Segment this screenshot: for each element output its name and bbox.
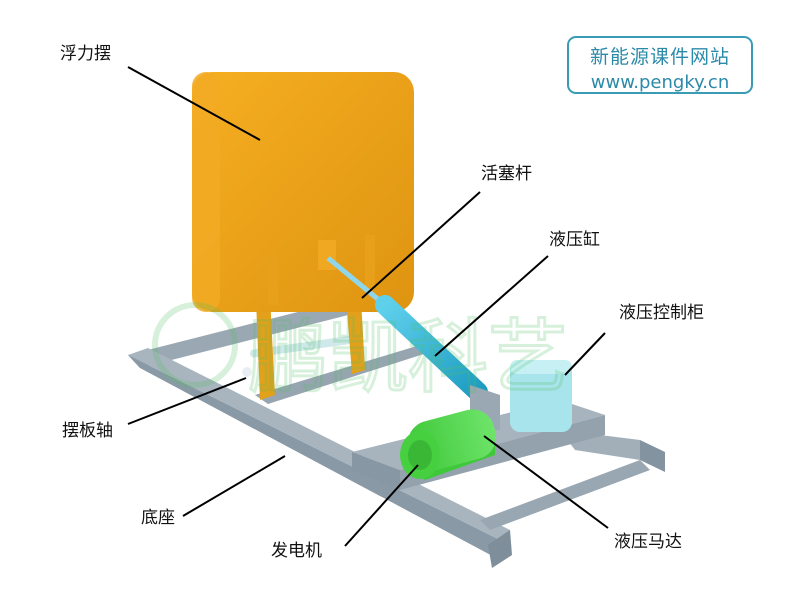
label-float-pendulum: 浮力摆 bbox=[60, 44, 111, 64]
label-hydraulic-control-cabinet: 液压控制柜 bbox=[619, 303, 704, 323]
float-pendulum bbox=[192, 72, 414, 312]
label-generator: 发电机 bbox=[271, 541, 322, 561]
label-piston-rod: 活塞杆 bbox=[481, 164, 532, 184]
watermark: 鹏凯科艺 bbox=[152, 302, 570, 406]
piston-rod bbox=[326, 256, 387, 307]
leader-lines bbox=[127, 66, 609, 547]
svg-text:鹏凯科艺: 鹏凯科艺 bbox=[248, 311, 568, 404]
brand-url[interactable]: www.pengky.cn bbox=[590, 72, 730, 93]
brand-name: 新能源课件网站 bbox=[589, 46, 730, 68]
hydraulic-control-cabinet bbox=[510, 360, 572, 432]
label-pendulum-shaft: 摆板轴 bbox=[62, 421, 113, 441]
generator bbox=[400, 409, 497, 480]
label-base: 底座 bbox=[141, 508, 175, 528]
brand-badge: 新能源课件网站 www.pengky.cn bbox=[567, 36, 753, 94]
label-hydraulic-cylinder: 液压缸 bbox=[549, 230, 600, 250]
pendulum-shaft bbox=[242, 335, 359, 377]
label-hydraulic-motor: 液压马达 bbox=[614, 532, 682, 552]
